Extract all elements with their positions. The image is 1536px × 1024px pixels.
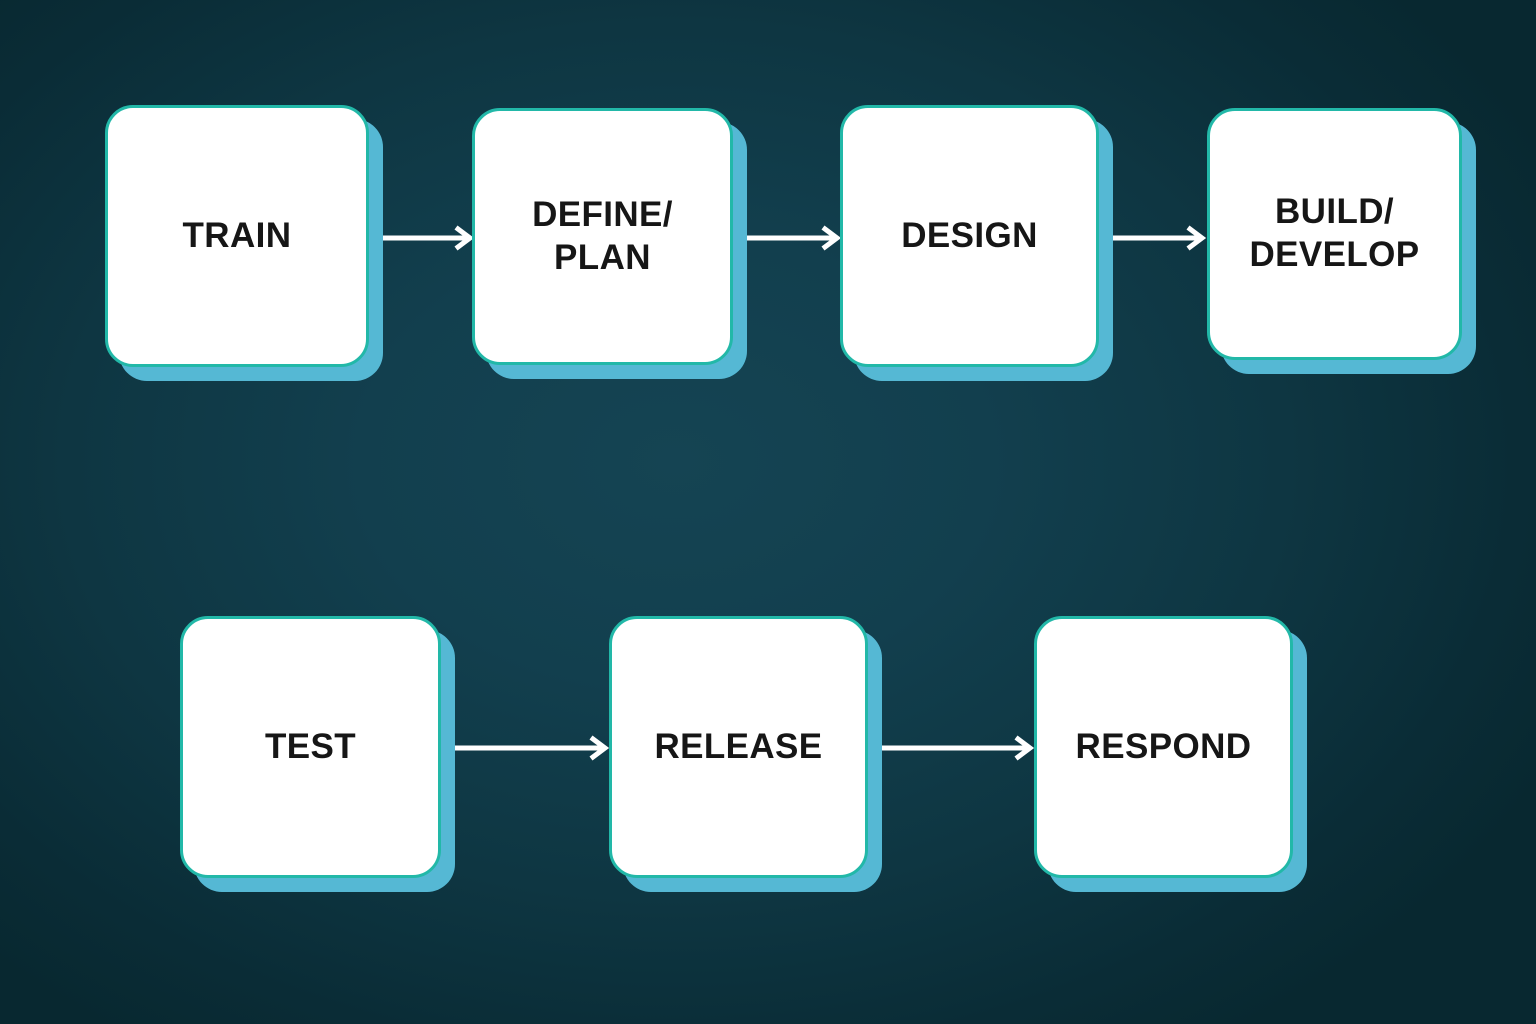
process-node-build-develop[interactable]: BUILD/ DEVELOP: [1207, 108, 1462, 360]
arrow-design-to-build: [1104, 225, 1209, 251]
diagram-caption: MICROSOFT SECURITY DEV LIFECYCLE (SDL)-L…: [1472, 988, 1530, 1024]
process-node-define-plan[interactable]: DEFINE/ PLAN: [472, 108, 733, 365]
process-node-label: RELEASE: [654, 726, 823, 766]
arrow-test-to-release: [447, 735, 612, 761]
process-node-label: TEST: [264, 726, 357, 766]
process-node-label: TRAIN: [182, 215, 292, 255]
arrow-train-to-define: [372, 225, 477, 251]
arrow-define-to-design: [739, 225, 844, 251]
process-node-release[interactable]: RELEASE: [609, 616, 868, 878]
process-node-train[interactable]: TRAIN: [105, 105, 369, 367]
process-node-label: DESIGN: [901, 215, 1038, 255]
process-node-respond[interactable]: RESPOND: [1034, 616, 1293, 878]
process-node-label: BUILD/ DEVELOP: [1249, 192, 1420, 274]
process-node-design[interactable]: DESIGN: [840, 105, 1099, 367]
process-node-label: DEFINE/ PLAN: [532, 194, 673, 277]
arrow-release-to-respond: [874, 735, 1037, 761]
process-node-label: RESPOND: [1075, 726, 1252, 766]
process-node-test[interactable]: TEST: [180, 616, 441, 878]
